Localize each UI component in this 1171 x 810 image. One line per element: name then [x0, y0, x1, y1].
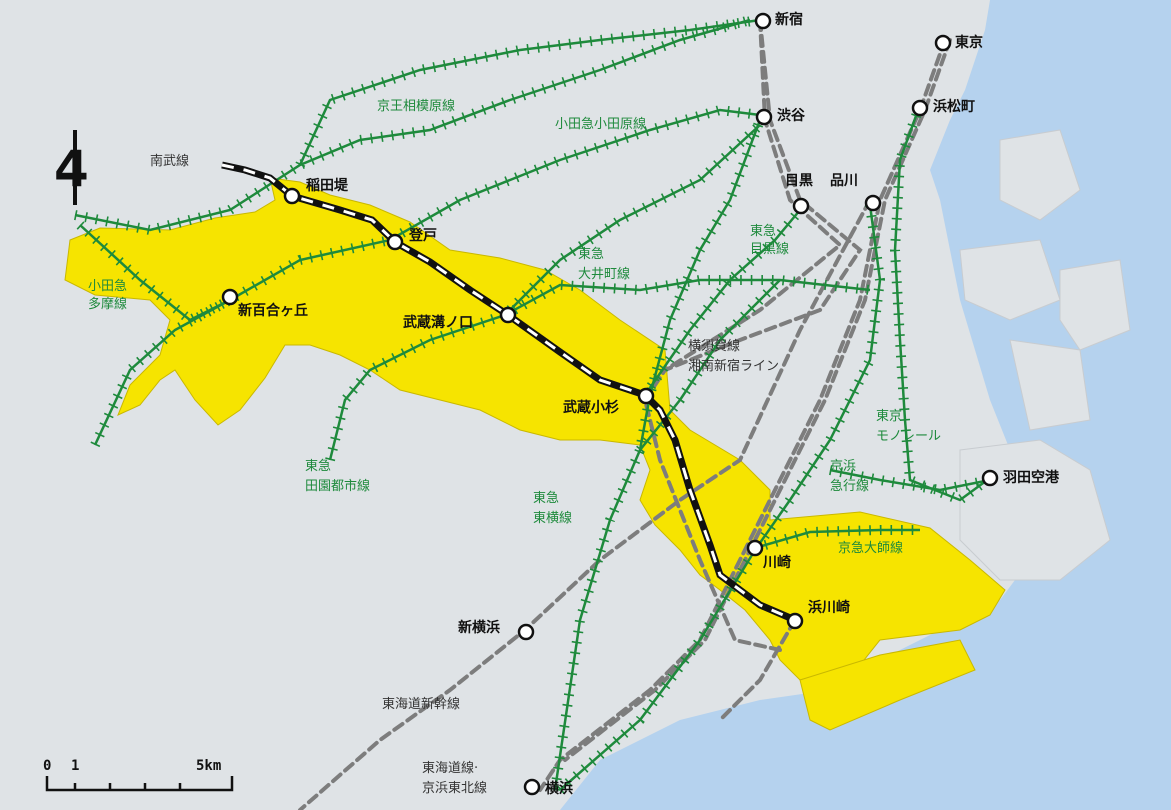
station-label-hamamatsucho[interactable]: 浜松町: [933, 99, 975, 115]
scale-label-one: 1: [71, 758, 80, 774]
station-label-musashimizonokuchi[interactable]: 武蔵溝ノ口: [403, 315, 473, 331]
station-marker-shinjuku[interactable]: [754, 12, 772, 30]
station-label-shinjuku[interactable]: 新宿: [775, 12, 803, 28]
scale-label-five: 5km: [196, 758, 222, 774]
line-label-odakyu-tama-1: 小田急: [88, 279, 128, 294]
reclaimed-land: [959, 239, 1061, 321]
station-marker-shinagawa[interactable]: [864, 194, 882, 212]
line-label-tokyu-meguro-2: 目黒線: [750, 242, 790, 257]
station-label-noborito[interactable]: 登戸: [409, 228, 437, 244]
station-marker-yokohama[interactable]: [523, 778, 541, 796]
line-label-tokyu-oimachi-2: 大井町線: [578, 267, 631, 282]
line-label-denentoshi-2: 田園都市線: [305, 479, 371, 494]
station-markers: [221, 12, 999, 796]
station-marker-inadazutsumi[interactable]: [283, 187, 301, 205]
station-label-shinagawa[interactable]: 品川: [830, 173, 858, 189]
kawasaki-city-area: [64, 177, 1006, 681]
yokosuka-line: [642, 18, 863, 652]
line-label-monorail-1: 東京: [876, 409, 903, 424]
station-marker-hamamatsucho[interactable]: [911, 99, 929, 117]
station-label-hamakawasaki[interactable]: 浜川崎: [808, 600, 850, 616]
station-label-meguro[interactable]: 目黒: [785, 173, 813, 189]
nambu-line-group: [221, 161, 797, 624]
tokaido-line: [538, 38, 947, 792]
line-label-odakyu-tama-2: 多摩線: [88, 297, 128, 312]
keio-line: [298, 18, 761, 166]
line-label-yokosuka: 横須賀線: [688, 339, 741, 354]
station-marker-hamakawasaki[interactable]: [786, 612, 804, 630]
shonan-shinjuku-line: [663, 18, 844, 372]
station-marker-shibuya[interactable]: [755, 108, 773, 126]
line-label-shinkansen: 東海道新幹線: [382, 697, 461, 712]
scale-label-zero: 0: [43, 758, 52, 774]
line-label-keikyu-1: 京浜: [830, 459, 857, 474]
station-marker-shinyokohama[interactable]: [517, 623, 535, 641]
line-label-toyoko-2: 東横線: [533, 511, 573, 526]
station-marker-haneda[interactable]: [981, 469, 999, 487]
line-label-monorail-2: モノレール: [876, 429, 942, 444]
reclaimed-land: [999, 129, 1081, 221]
nambu-line-inner: [221, 163, 796, 622]
station-label-yokohama[interactable]: 横浜: [545, 781, 573, 797]
station-marker-musashikosugi[interactable]: [637, 387, 655, 405]
station-label-haneda[interactable]: 羽田空港: [1003, 470, 1059, 486]
line-ticks: [325, 121, 764, 462]
station-label-shinyokohama[interactable]: 新横浜: [458, 620, 500, 636]
station-marker-noborito[interactable]: [386, 233, 404, 251]
odakyu-tama-line: [79, 224, 231, 322]
line-label-toyoko-1: 東急: [533, 491, 560, 506]
station-label-inadazutsumi[interactable]: 稲田堤: [306, 178, 348, 194]
station-label-shinyurigaoka[interactable]: 新百合ヶ丘: [238, 303, 308, 319]
station-marker-kawasaki[interactable]: [746, 539, 764, 557]
keikyu-main-line: [559, 204, 882, 791]
tokyu-oimachi-line: [504, 278, 871, 317]
line-label-tokyu-meguro-1: 東急: [750, 224, 777, 239]
reclaimed-land: [1059, 259, 1131, 351]
scale-bar: [45, 776, 234, 792]
station-marker-shinyurigaoka[interactable]: [221, 288, 239, 306]
station-marker-musashimizonokuchi[interactable]: [499, 306, 517, 324]
line-ticks: [74, 15, 752, 236]
scale-bar-line: [45, 776, 234, 792]
station-label-tokyo[interactable]: 東京: [955, 35, 983, 51]
line-label-tokaido-2: 京浜東北線: [422, 781, 488, 796]
nambu-branch: [718, 618, 797, 722]
keikyu-daishi-line: [754, 528, 920, 550]
line-label-tokyu-oimachi-1: 東急: [578, 247, 605, 262]
north-arrow-label: 4: [54, 140, 89, 198]
tokaido-shinkansen: [298, 198, 872, 810]
keikyu-airport-line: [829, 468, 991, 492]
line-label-denentoshi-1: 東急: [305, 459, 332, 474]
station-label-musashikosugi[interactable]: 武蔵小杉: [563, 400, 619, 416]
station-marker-meguro[interactable]: [792, 197, 810, 215]
station-label-shibuya[interactable]: 渋谷: [777, 108, 805, 124]
station-label-kawasaki[interactable]: 川崎: [763, 555, 791, 571]
line-label-nambu: 南武線: [150, 154, 190, 169]
kawasaki-reclaimed-area: [799, 639, 976, 731]
line-label-keio-sagamihara: 京王相模原線: [377, 99, 456, 114]
line-ticks: [889, 103, 993, 506]
keio-sagamihara-line: [74, 18, 751, 232]
reclaimed-land: [1009, 339, 1091, 431]
line-label-tokaido-1: 東海道線·: [422, 761, 479, 776]
line-label-odakyu-odawara: 小田急小田原線: [555, 117, 647, 132]
line-label-keikyu-2: 急行線: [830, 479, 870, 494]
line-label-daishi: 京急大師線: [838, 541, 904, 556]
station-marker-tokyo[interactable]: [934, 34, 952, 52]
line-label-shonan-shinjuku: 湘南新宿ライン: [688, 359, 780, 374]
